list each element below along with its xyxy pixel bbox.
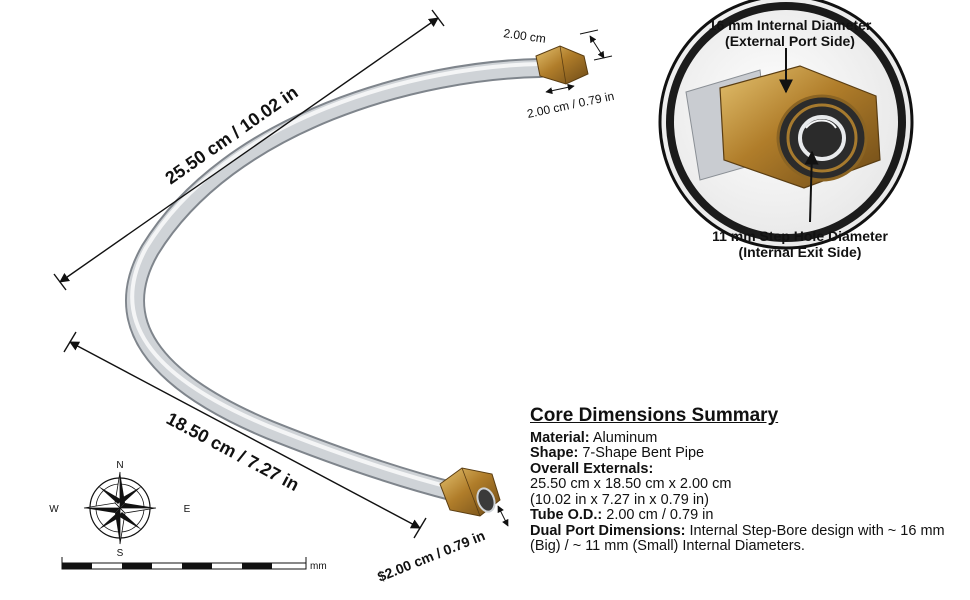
summary-externals: Overall Externals: bbox=[530, 460, 654, 477]
dimension-bottom-port: $2.00 cm / 0.79 in bbox=[375, 505, 509, 585]
callout-step-hole-line1: 11 mm Step Hole Diameter bbox=[712, 228, 888, 244]
scale-bar: mm bbox=[61, 557, 327, 572]
callout-internal-diameter-line1: 16 mm Internal Diameter bbox=[708, 17, 872, 33]
scale-unit: mm bbox=[310, 561, 327, 572]
summary-material: Material: Aluminum bbox=[530, 429, 658, 446]
summary-externals-imperial: (10.02 in x 7.27 in x 0.79 in) bbox=[530, 491, 709, 508]
summary-tube: Tube O.D.: 2.00 cm / 0.79 in bbox=[530, 507, 714, 523]
compass-rose: N S E W bbox=[49, 460, 190, 559]
callout-internal-diameter-line2: (External Port Side) bbox=[725, 33, 855, 49]
compass-east: E bbox=[184, 504, 191, 515]
summary-shape: Shape: 7-Shape Bent Pipe bbox=[530, 445, 705, 461]
summary-title: Core Dimensions Summary bbox=[530, 405, 779, 426]
bottom-fitting bbox=[439, 467, 501, 517]
summary-dual-port: Dual Port Dimensions: Internal Step-Bore… bbox=[530, 522, 945, 554]
compass-south: S bbox=[117, 548, 124, 559]
fitting-detail-view bbox=[658, 0, 914, 250]
bottom-port-label: $2.00 cm / 0.79 in bbox=[375, 527, 487, 585]
core-dimensions-summary: Core Dimensions Summary Material: Alumin… bbox=[530, 405, 960, 555]
top-port-width-label: 2.00 cm / 0.79 in bbox=[526, 89, 616, 121]
summary-externals-metric: 25.50 cm x 18.50 cm x 2.00 cm bbox=[530, 476, 732, 492]
top-port-height-label: 2.00 cm bbox=[503, 26, 547, 46]
callout-internal-diameter: 16 mm Internal Diameter (External Port S… bbox=[640, 17, 940, 49]
callout-step-hole-line2: (Internal Exit Side) bbox=[738, 244, 862, 260]
compass-north: N bbox=[116, 460, 123, 471]
compass-west: W bbox=[49, 504, 59, 515]
top-fitting bbox=[535, 45, 589, 85]
callout-step-hole: 11 mm Step Hole Diameter (Internal Exit … bbox=[650, 228, 950, 260]
dimension-overall-length: 25.50 cm / 10.02 in bbox=[53, 9, 445, 291]
